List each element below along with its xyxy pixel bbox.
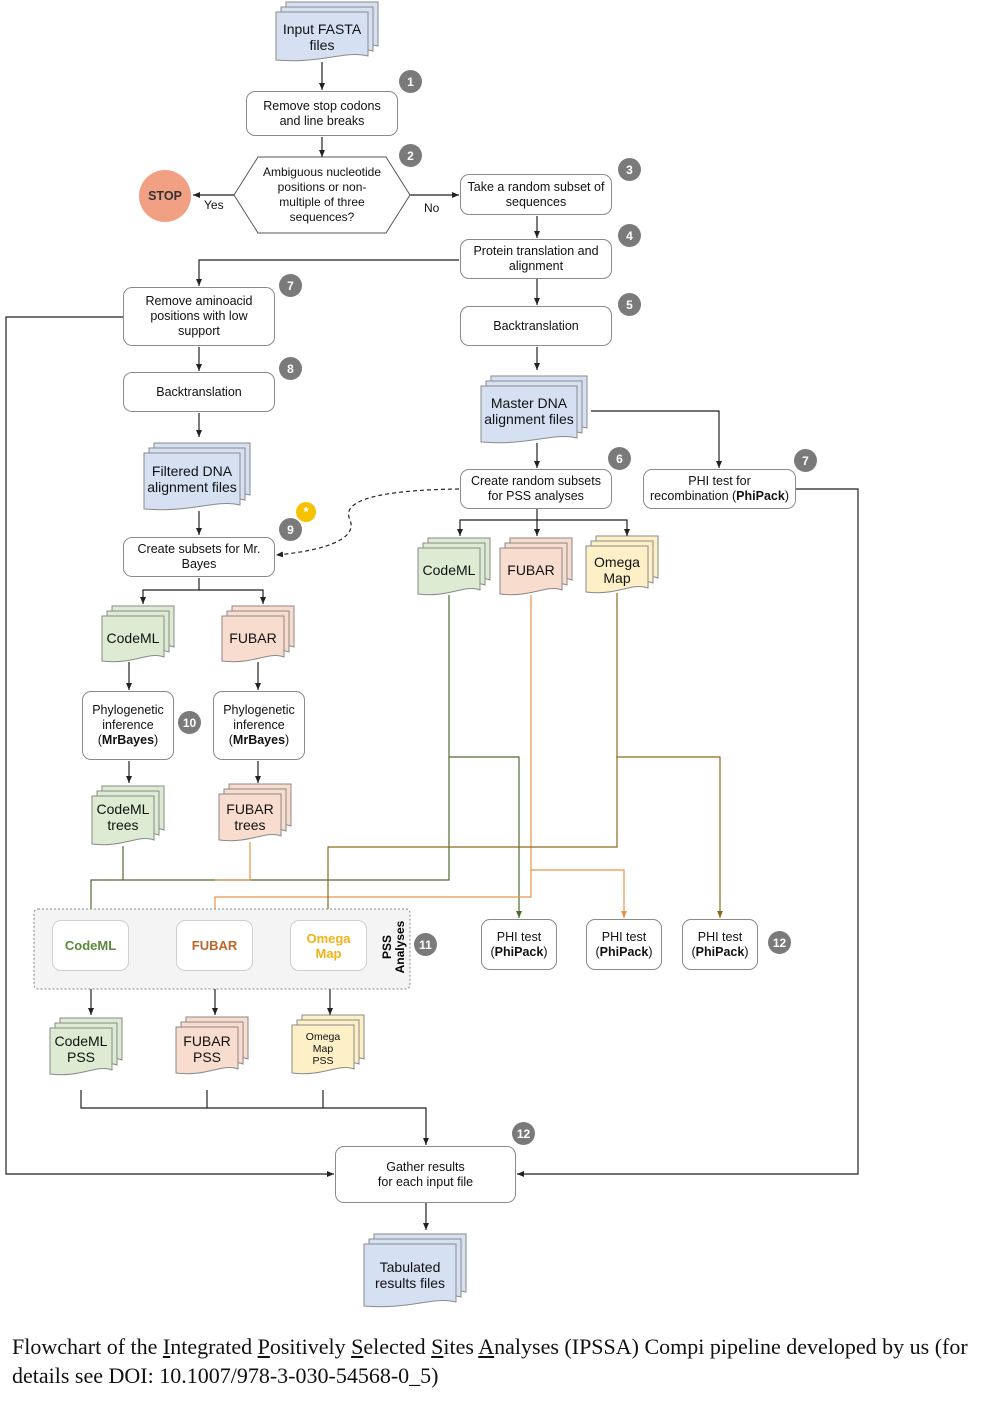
input-fasta-doc: Input FASTA files xyxy=(282,21,362,53)
codeml-pss-doc: CodeML PSS xyxy=(54,1033,108,1065)
fubar-pss-shape xyxy=(175,1016,249,1075)
phi-test-codeml-node: PHI test (PhiPack) xyxy=(481,919,557,970)
step-badge: 3 xyxy=(618,158,641,181)
no-label: No xyxy=(424,201,440,215)
backtranslation-right-node: Backtranslation xyxy=(460,306,612,346)
codeml-trees-shape xyxy=(91,785,165,846)
phi-recombination-node: PHI test for recombination (PhiPack) xyxy=(643,469,796,509)
phi-test-fubar-node: PHI test (PhiPack) xyxy=(586,919,662,970)
pss-analyses-label: PSS Analyses xyxy=(380,920,407,974)
fubar-left-shape xyxy=(221,605,295,663)
remove-aminoacid-node: Remove aminoacid positions with low supp… xyxy=(123,287,275,346)
fubar-right-shape xyxy=(499,537,573,596)
remove-stop-codons-node: Remove stop codons and line breaks xyxy=(246,91,398,136)
step-badge: 8 xyxy=(279,357,302,380)
filtered-dna-shape xyxy=(143,442,251,511)
omega-doc-right: Omega Map xyxy=(594,554,640,586)
omega-pss-shape xyxy=(291,1014,365,1075)
master-dna-doc: Master DNA alignment files xyxy=(484,395,574,427)
fubar-trees-shape xyxy=(218,783,292,842)
step-badge: 10 xyxy=(178,711,201,734)
yes-label: Yes xyxy=(204,198,224,212)
step-badge: 1 xyxy=(399,70,422,93)
backtranslation-left-node: Backtranslation xyxy=(123,372,275,412)
figure-caption: Flowchart of the Integrated Positively S… xyxy=(12,1334,968,1388)
create-random-pss-node: Create random subsets for PSS analyses xyxy=(460,469,612,509)
phylo-inference-fubar-node: Phylogenetic inference (MrBayes) xyxy=(213,691,305,760)
codeml-doc-left: CodeML xyxy=(106,630,160,646)
step-badge: 9 xyxy=(279,518,302,541)
fubar-pss-doc: FUBAR PSS xyxy=(183,1033,231,1065)
step-badge: 12 xyxy=(768,931,791,954)
omega-pss-doc: Omega Map PSS xyxy=(305,1031,341,1067)
fubar-doc-right: FUBAR xyxy=(507,562,555,578)
codeml-right-shape xyxy=(417,537,491,596)
ipssa-flowchart: Input FASTA files Master DNA alignment f… xyxy=(5,1,859,1308)
step-badge: 5 xyxy=(618,293,641,316)
protein-translation-node: Protein translation and alignment xyxy=(460,239,612,279)
codeml-left-shape xyxy=(101,605,175,663)
tabulated-shape xyxy=(363,1233,467,1308)
pss-omega-node: Omega Map xyxy=(290,920,367,971)
step-badge: 12 xyxy=(512,1122,535,1145)
input-fasta-shape xyxy=(275,1,379,62)
phi-test-omega-node: PHI test (PhiPack) xyxy=(682,919,758,970)
gather-results-node: Gather results for each input file xyxy=(335,1146,516,1203)
phylo-inference-codeml-node: Phylogenetic inference (MrBayes) xyxy=(82,691,174,760)
fubar-trees-doc: FUBAR trees xyxy=(226,801,274,833)
random-subset-node: Take a random subset of sequences xyxy=(460,174,612,215)
codeml-pss-shape xyxy=(49,1017,123,1076)
omega-right-shape xyxy=(585,535,659,594)
create-mrbayes-subsets-node: Create subsets for Mr. Bayes xyxy=(123,537,275,577)
tabulated-results-doc: Tabulated results files xyxy=(374,1259,446,1291)
codeml-trees-doc: CodeML trees xyxy=(96,801,150,833)
fubar-doc-left: FUBAR xyxy=(229,630,277,646)
step-badge: 2 xyxy=(399,144,422,167)
step-badge: 7 xyxy=(794,449,817,472)
step-badge: 7 xyxy=(279,274,302,297)
decision-ambiguous-text: Ambiguous nucleotide positions or non- m… xyxy=(262,165,382,224)
pss-fubar-node: FUBAR xyxy=(176,920,253,971)
step-badge: 11 xyxy=(414,933,437,956)
master-dna-shape xyxy=(480,375,588,444)
codeml-doc-right: CodeML xyxy=(422,562,476,578)
pss-codeml-node: CodeML xyxy=(52,920,129,971)
filtered-dna-doc: Filtered DNA alignment files xyxy=(147,463,237,495)
step-badge: 6 xyxy=(608,447,631,470)
star-marker: * xyxy=(296,502,316,522)
stop-terminal: STOP xyxy=(139,170,191,222)
step-badge: 4 xyxy=(618,224,641,247)
